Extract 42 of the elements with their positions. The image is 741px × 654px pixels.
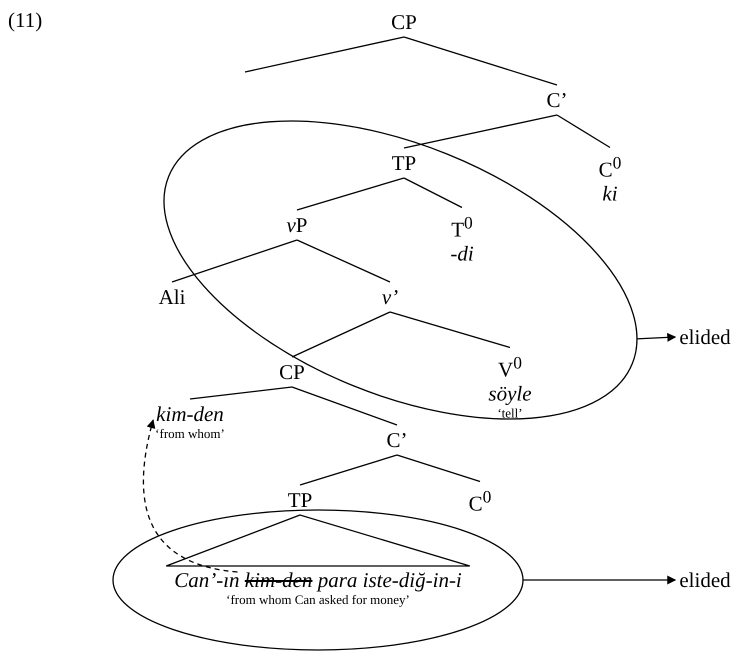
branch-line	[172, 239, 298, 283]
sentence-text: Can’-ın kim-den para iste-diğ-in-i	[174, 568, 462, 592]
category-label: v’	[382, 284, 398, 309]
branch-line	[404, 114, 558, 149]
annotation-text: elided	[679, 568, 731, 592]
category-label: CP	[391, 10, 417, 34]
word-form: söyle	[488, 381, 532, 406]
branch-line	[390, 311, 510, 348]
category-label: C’	[546, 88, 568, 112]
gloss-text: ‘tell’	[497, 405, 523, 422]
triangle	[166, 514, 470, 567]
category-label: V$^{0}$	[498, 351, 522, 382]
movement-arrow	[142, 419, 238, 573]
word-form: kim-den	[156, 402, 224, 426]
category-label: CP	[279, 360, 305, 384]
word-form: ki	[602, 182, 618, 206]
branch-line	[292, 386, 398, 426]
branch-line	[404, 177, 462, 208]
branch-line	[556, 114, 610, 148]
gloss-text: ‘from whom’	[155, 426, 225, 442]
category-label: T$^{0}$	[451, 211, 473, 242]
branch-line	[190, 386, 292, 400]
category-label: TP	[392, 150, 416, 175]
branch-line	[296, 177, 404, 211]
category-label: TP	[288, 488, 312, 512]
category-label: C$^{0}$	[468, 486, 492, 516]
branch-line	[300, 454, 398, 486]
word-form: -di	[450, 241, 474, 266]
branch-line	[396, 454, 480, 482]
word-form: Ali	[158, 285, 186, 309]
branch-line	[296, 239, 390, 283]
example-number: (11)	[8, 8, 42, 33]
branch-line	[404, 36, 558, 86]
branch-line	[244, 36, 404, 73]
arrow	[523, 576, 676, 584]
gloss-text: ‘from whom Can asked for money’	[226, 592, 410, 608]
arrow	[636, 332, 676, 342]
category-label: C’	[386, 428, 408, 452]
annotation-text: elided	[679, 325, 731, 349]
category-label: vP	[286, 212, 308, 237]
category-label: C$^{0}$	[598, 152, 622, 182]
branch-line	[292, 311, 390, 358]
